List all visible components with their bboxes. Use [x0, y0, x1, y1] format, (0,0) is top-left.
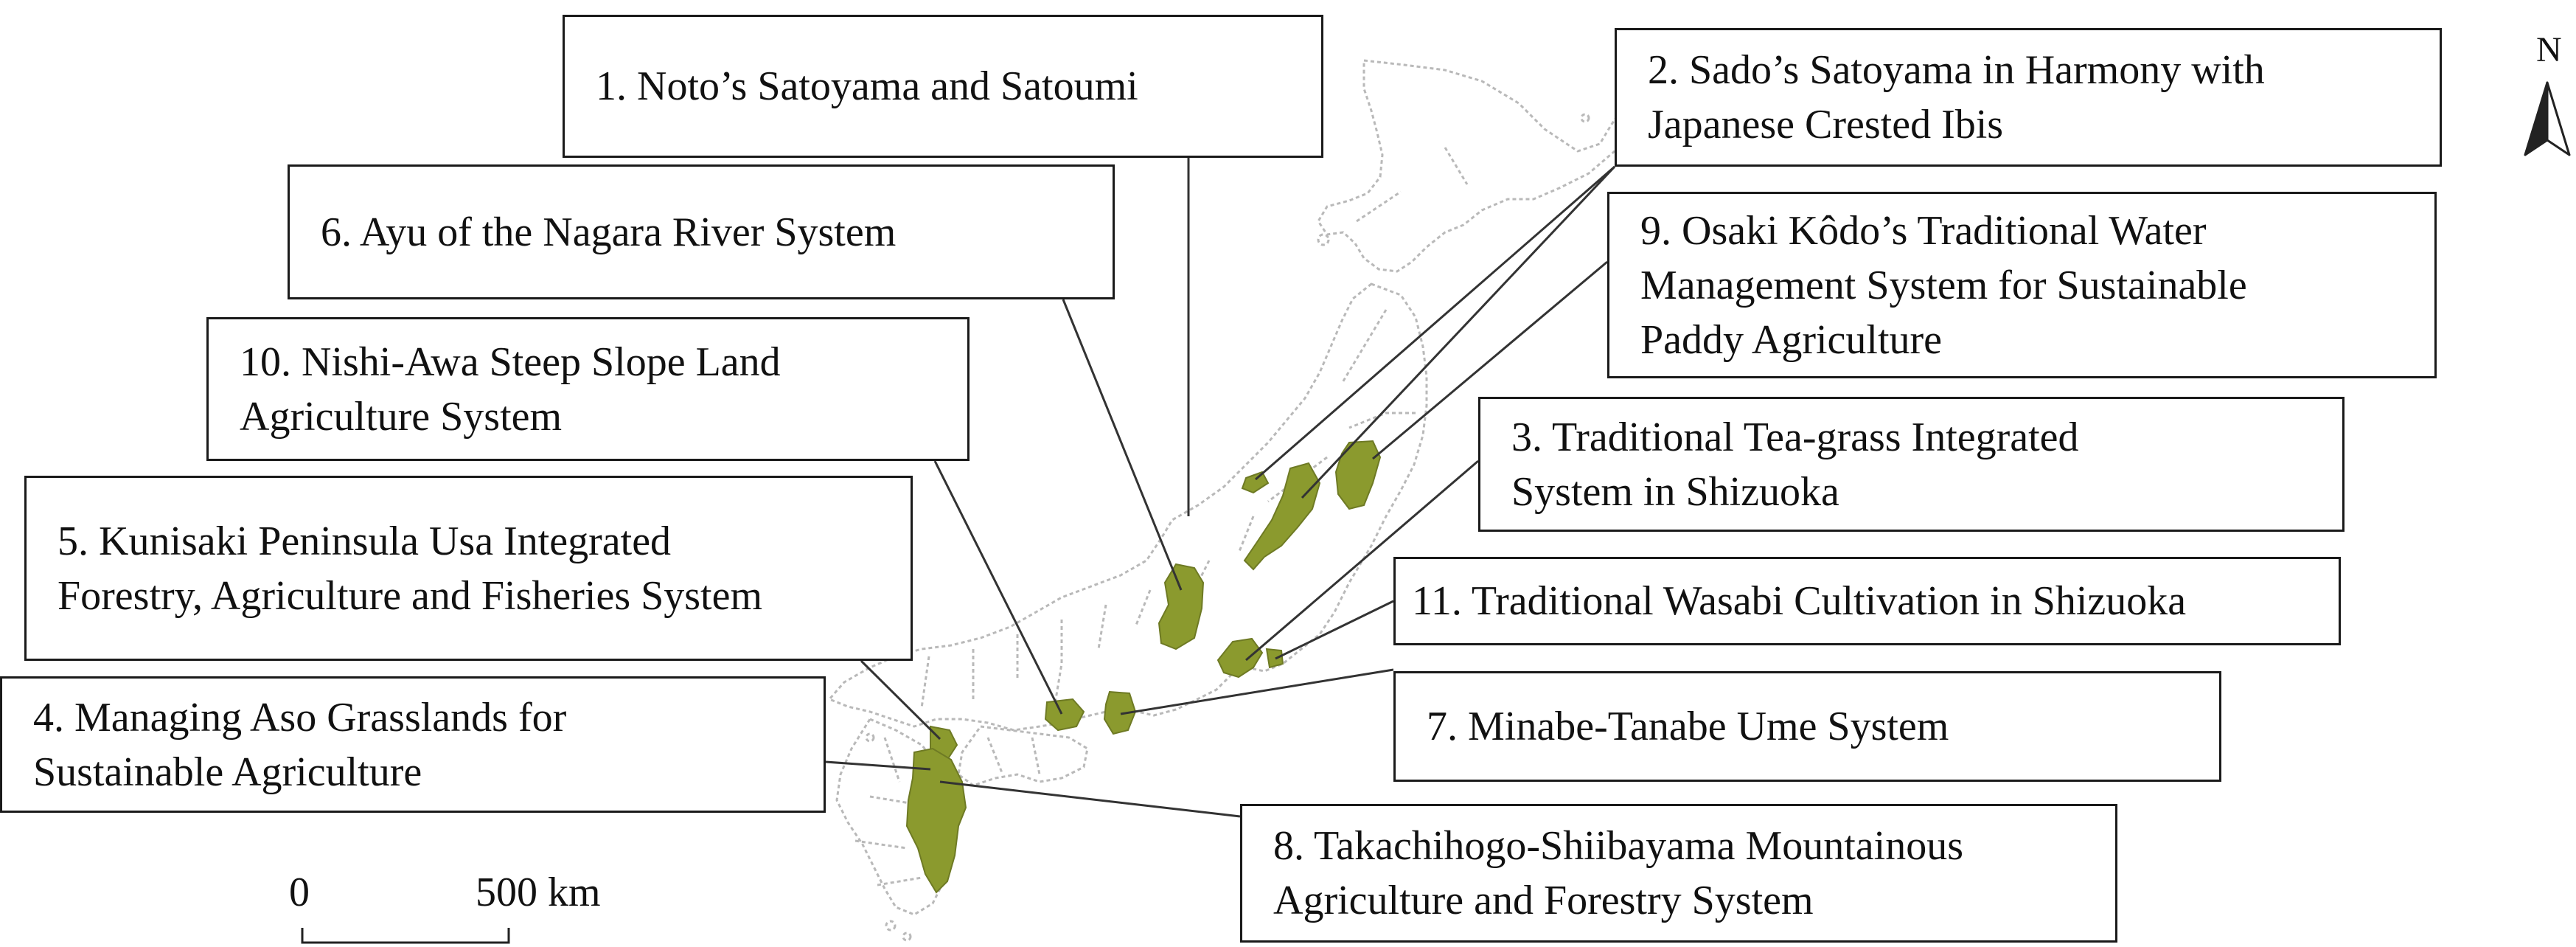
leader-nagara [1062, 299, 1183, 591]
leader-sado [1255, 165, 1615, 481]
label-shizuoka-tea-line-1: 3. Traditional Tea-grass Integrated [1511, 414, 2079, 460]
leader-sado-b [1301, 165, 1616, 499]
label-noto: 1. Noto’s Satoyama and Satoumi [563, 15, 1323, 158]
island [1580, 113, 1590, 123]
north-arrow-icon [2524, 81, 2571, 156]
region-kyushu [905, 747, 967, 894]
label-osaki-line-1: 9. Osaki Kôdo’s Traditional Water [1640, 207, 2207, 254]
label-aso: 4. Managing Aso Grasslands for Sustainab… [0, 676, 826, 813]
label-shizuoka-tea: 3. Traditional Tea-grass Integrated Syst… [1478, 397, 2344, 532]
label-sado: 2. Sado’s Satoyama in Harmony with Japan… [1615, 28, 2442, 167]
label-minabe-line-1: 7. Minabe-Tanabe Ume System [1427, 704, 1949, 749]
label-shizuoka-tea-line-2: System in Shizuoka [1511, 468, 1839, 515]
island [885, 920, 897, 932]
label-nagara: 6. Ayu of the Nagara River System [288, 164, 1115, 299]
region-noto [1243, 462, 1321, 571]
leader-aso [825, 760, 931, 771]
label-kunisaki-line-2: Forestry, Agriculture and Fisheries Syst… [58, 572, 763, 619]
region-wasabi [1265, 648, 1284, 669]
label-wasabi-line-1: 11. Traditional Wasabi Cultivation in Sh… [1412, 578, 2187, 624]
scale-end-label: 500 km [476, 870, 601, 915]
region-shizuoka-tea [1216, 637, 1264, 679]
island [902, 932, 912, 942]
label-wasabi: 11. Traditional Wasabi Cultivation in Sh… [1393, 557, 2341, 645]
label-nishi-awa-line-2: Agriculture System [240, 393, 563, 440]
label-nagara-line-1: 6. Ayu of the Nagara River System [321, 209, 897, 255]
label-nishi-awa-line-1: 10. Nishi-Awa Steep Slope Land [240, 339, 781, 385]
label-sado-line-1: 2. Sado’s Satoyama in Harmony with [1648, 47, 2265, 93]
leader-osaki [1372, 260, 1608, 460]
leader-lines [825, 158, 1616, 818]
label-kunisaki-line-1: 5. Kunisaki Peninsula Usa Integrated [58, 518, 672, 564]
region-minabe [1103, 690, 1137, 735]
honshu-outline [828, 282, 1428, 732]
label-aso-line-1: 4. Managing Aso Grasslands for [33, 694, 567, 740]
island [865, 732, 875, 743]
leader-kunisaki [860, 659, 941, 740]
leader-wasabi [1275, 600, 1394, 660]
label-osaki-line-3: Paddy Agriculture [1640, 316, 1943, 363]
label-aso-line-2: Sustainable Agriculture [33, 749, 422, 795]
label-takachiho: 8. Takachihogo-Shiibayama Mountainous Ag… [1240, 804, 2117, 943]
leader-minabe [1120, 668, 1394, 715]
label-osaki-line-2: Management System for Sustainable [1640, 262, 2247, 308]
leader-nishi-awa [933, 460, 1063, 715]
leader-takachiho [939, 780, 1241, 818]
label-osaki: 9. Osaki Kôdo’s Traditional Water Manage… [1607, 192, 2437, 378]
label-nishi-awa: 10. Nishi-Awa Steep Slope Land Agricultu… [206, 317, 970, 461]
label-minabe: 7. Minabe-Tanabe Ume System [1393, 671, 2221, 782]
leader-tea [1245, 459, 1479, 662]
label-kunisaki: 5. Kunisaki Peninsula Usa Integrated For… [24, 476, 913, 661]
region-nagara [1158, 563, 1205, 651]
label-noto-line-1: 1. Noto’s Satoyama and Satoumi [596, 63, 1138, 109]
island [1317, 233, 1330, 246]
scale-bar [301, 928, 510, 944]
label-sado-line-2: Japanese Crested Ibis [1648, 102, 2004, 148]
region-sado [1241, 471, 1270, 494]
scale-start-label: 0 [289, 870, 310, 915]
hokkaido-outline [1317, 59, 1627, 273]
region-osaki [1334, 440, 1382, 510]
label-takachiho-line-1: 8. Takachihogo-Shiibayama Mountainous [1273, 823, 1964, 869]
shikoku-outline [957, 725, 1089, 787]
north-label: N [2536, 30, 2562, 69]
label-takachiho-line-2: Agriculture and Forestry System [1273, 878, 1814, 923]
giahs-regions [905, 440, 1382, 894]
scale-bar-line [301, 928, 510, 944]
region-nishi-awa [1044, 698, 1085, 732]
